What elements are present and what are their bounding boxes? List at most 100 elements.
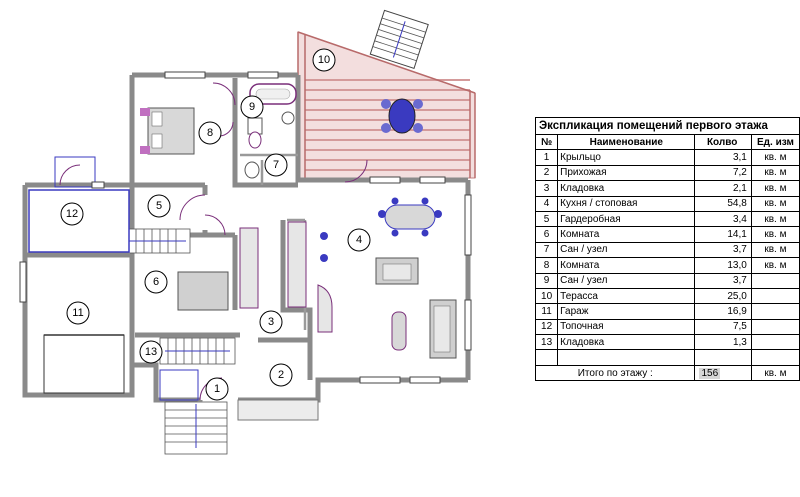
room-marker-10: 10: [318, 54, 330, 66]
total-value: 156: [699, 367, 721, 379]
row-number: 5: [534, 210, 559, 228]
stairs-icon: [119, 228, 236, 455]
total-unit: кв. м: [750, 364, 800, 382]
boiler-room: [25, 156, 132, 253]
row-number: 1: [534, 149, 559, 166]
room-marker-8: 8: [207, 127, 213, 139]
row-area: 3,7: [694, 272, 752, 289]
row-name: Терасса: [557, 287, 696, 305]
row-name: Комната: [557, 257, 696, 274]
header-number: №: [534, 133, 559, 151]
table-total-row: Итого по этажу : 156 кв. м: [534, 364, 800, 382]
bathtub-icon: [249, 83, 297, 105]
row-unit: кв. м: [750, 226, 800, 243]
room-marker-13: 13: [145, 346, 157, 358]
terrace: [297, 31, 476, 179]
row-name: Крыльцо: [557, 149, 696, 166]
row-unit: кв. м: [750, 149, 800, 166]
header-name: Наименование: [557, 133, 696, 151]
garage: [19, 185, 135, 398]
row-area: 16,9: [694, 303, 752, 320]
row-area: 7,2: [694, 164, 752, 182]
row-unit: кв. м: [750, 257, 800, 274]
bed-icon: [140, 107, 195, 155]
table-empty-row: [534, 349, 800, 366]
row-unit: [750, 287, 800, 305]
row-name: Кладовка: [557, 180, 696, 197]
room-marker-9: 9: [249, 101, 255, 113]
row-unit: кв. м: [750, 180, 800, 197]
row-number: 13: [534, 334, 559, 351]
row-name: Топочная: [557, 318, 696, 336]
row-unit: кв. м: [750, 210, 800, 228]
room-markers: [60, 48, 371, 401]
header-unit: Ед. изм: [750, 133, 800, 151]
room-marker-11: 11: [72, 307, 83, 319]
row-area: 25,0: [694, 287, 752, 305]
total-label: Итого по этажу :: [534, 364, 696, 382]
room-marker-12: 12: [66, 208, 78, 220]
row-name: Гараж: [557, 303, 696, 320]
room-marker-labels: 1 2 3 4 5 6 7 8 9 10 11 12 13: [66, 54, 362, 395]
row-name: Сан / узел: [557, 241, 696, 259]
room-marker-7: 7: [273, 159, 279, 171]
row-area: 54,8: [694, 195, 752, 212]
row-area: 1,3: [694, 334, 752, 351]
room-marker-5: 5: [156, 200, 162, 212]
row-area: 3,7: [694, 241, 752, 259]
room-marker-6: 6: [153, 276, 159, 288]
row-number: 4: [534, 195, 559, 212]
row-area: 2,1: [694, 180, 752, 197]
row-area: 14,1: [694, 226, 752, 243]
table-title: Экспликация помещений первого этажа: [535, 117, 800, 135]
row-name: Кухня / стоповая: [557, 195, 696, 212]
room-marker-1: 1: [214, 383, 220, 395]
row-number: 9: [534, 272, 559, 289]
row-number: 6: [534, 226, 559, 243]
row-area: 3,4: [694, 210, 752, 228]
stairs-icon: [369, 9, 429, 69]
row-number: 7: [534, 241, 559, 259]
row-name: Прихожая: [557, 164, 696, 182]
row-number: 12: [534, 318, 559, 336]
row-unit: кв. м: [750, 241, 800, 259]
room-marker-4: 4: [356, 234, 362, 246]
row-number: 10: [534, 287, 559, 305]
row-area: 7,5: [694, 318, 752, 336]
windows: [164, 71, 472, 384]
row-name: Сан / узел: [557, 272, 696, 289]
row-area: 3,1: [694, 149, 752, 166]
dining-table-icon: [378, 197, 442, 237]
row-area: 13,0: [694, 257, 752, 274]
row-number: 2: [534, 164, 559, 182]
toilet-icon: [244, 111, 295, 179]
room-marker-3: 3: [268, 316, 274, 328]
table-header-row: № Наименование Колво Ед. изм: [534, 133, 800, 151]
row-number: 8: [534, 257, 559, 274]
row-name: Кладовка: [557, 334, 696, 351]
room-schedule-table: Экспликация помещений первого этажа № На…: [534, 117, 800, 382]
row-unit: [750, 318, 800, 336]
row-unit: [750, 303, 800, 320]
row-name: Гардеробная: [557, 210, 696, 228]
row-number: 11: [534, 303, 559, 320]
room-marker-2: 2: [278, 369, 284, 381]
header-area: Колво: [694, 133, 752, 151]
row-name: Комната: [557, 226, 696, 243]
row-unit: [750, 334, 800, 351]
dining-table-icon: [381, 98, 423, 134]
row-unit: кв. м: [750, 164, 800, 182]
